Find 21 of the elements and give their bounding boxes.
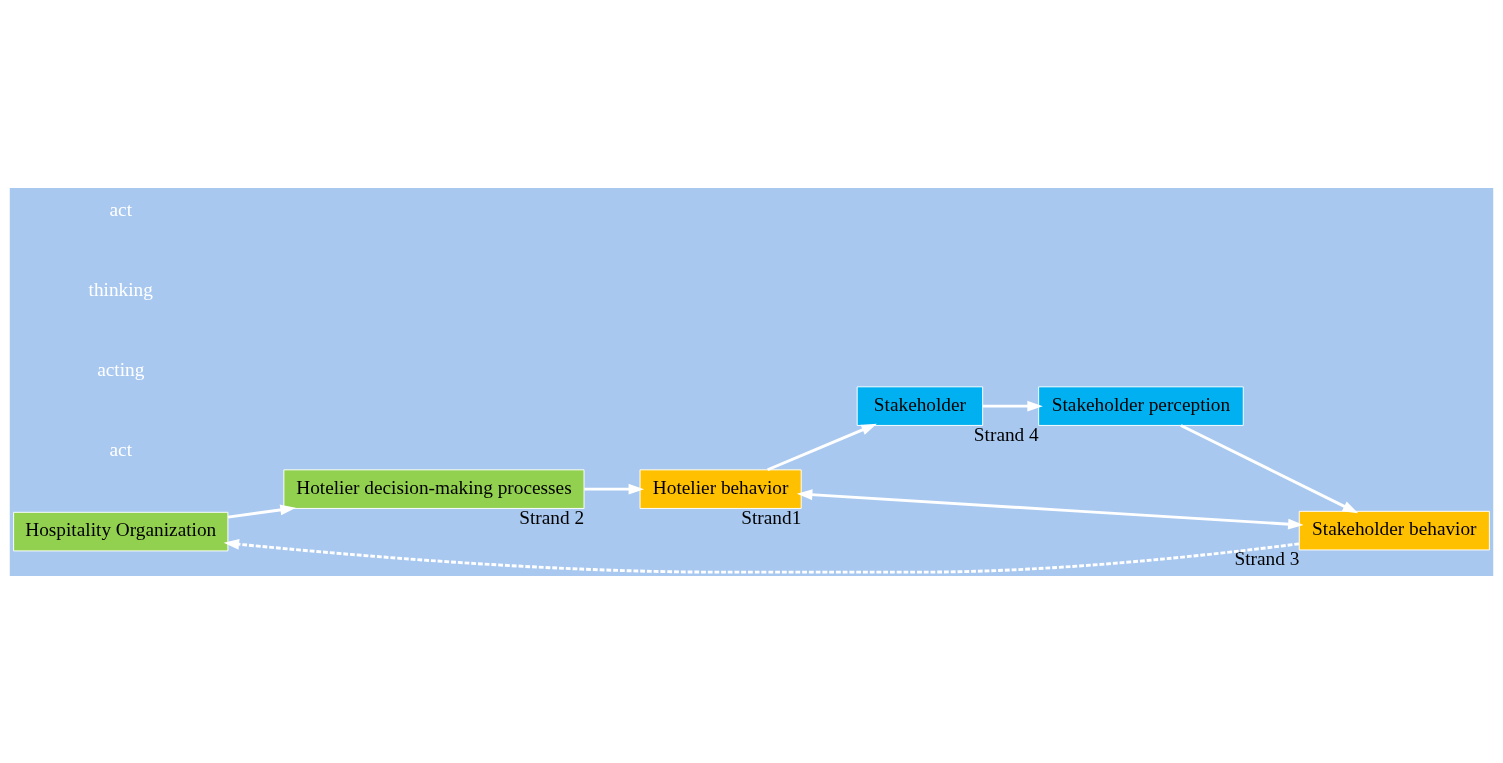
arrow [796, 488, 1304, 530]
node-label: Strand 4 [973, 423, 1039, 445]
label: act [109, 198, 133, 220]
label: act [109, 438, 133, 460]
node-box: Hotelier decision-making processes [283, 468, 585, 509]
arrow [1180, 423, 1359, 513]
node-box: Stakeholder [856, 385, 984, 426]
arrow [584, 483, 645, 495]
node-box: Hospitality Organization [13, 511, 229, 551]
label: thinking [88, 278, 153, 300]
arrow [767, 423, 877, 471]
label: acting [97, 358, 145, 380]
arrow [227, 504, 296, 519]
node-label: Strand1 [741, 506, 802, 528]
node-label: Strand 2 [519, 506, 585, 528]
node-label: Strand 3 [1234, 547, 1300, 569]
node-box: Stakeholder behavior [1298, 510, 1490, 550]
arrow [223, 538, 1300, 574]
arrow [982, 400, 1043, 412]
node-box: Hotelier behavior [639, 468, 802, 509]
node-box: Stakeholder perception [1038, 385, 1244, 426]
